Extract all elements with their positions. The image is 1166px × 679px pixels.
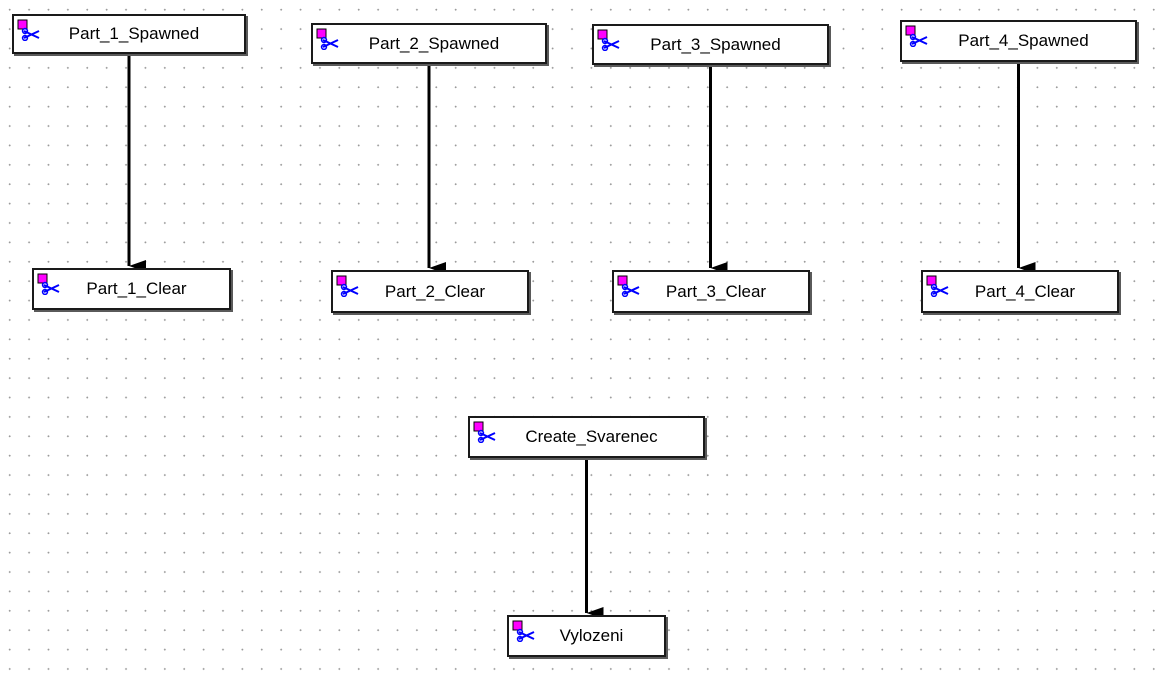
state-node-icon (597, 29, 623, 51)
node-part-3-clear[interactable]: Part_3_Clear (612, 270, 810, 313)
node-label: Part_3_Spawned (650, 34, 781, 54)
node-part-4-spawned[interactable]: Part_4_Spawned (900, 20, 1137, 62)
node-label: Part_4_Spawned (958, 31, 1089, 50)
state-node-icon (37, 273, 63, 295)
node-part-2-clear[interactable]: Part_2_Clear (331, 270, 529, 313)
node-create-svarenec[interactable]: Create_Svarenec (468, 416, 705, 458)
node-label: Create_Svarenec (525, 427, 658, 446)
node-label: Part_3_Clear (665, 281, 767, 301)
state-node-icon (512, 620, 538, 642)
node-part-3-spawned[interactable]: Part_3_Spawned (592, 24, 829, 65)
state-node-icon (17, 19, 43, 41)
node-label: Vylozeni (559, 626, 624, 645)
node-part-1-spawned[interactable]: Part_1_Spawned (12, 14, 246, 54)
node-label: Part_2_Spawned (368, 33, 500, 53)
state-node-icon (473, 421, 499, 443)
state-node-icon (617, 275, 643, 297)
state-node-icon (316, 28, 342, 50)
state-node-icon (926, 275, 952, 297)
node-vylozeni[interactable]: Vylozeni (507, 615, 666, 657)
node-label: Part_4_Clear (974, 281, 1076, 301)
state-node-icon (336, 275, 362, 297)
node-label: Part_1_Spawned (68, 24, 200, 43)
node-part-1-clear[interactable]: Part_1_Clear (32, 268, 231, 310)
state-node-icon (905, 25, 931, 47)
node-part-4-clear[interactable]: Part_4_Clear (921, 270, 1119, 313)
node-label: Part_2_Clear (384, 281, 486, 301)
node-part-2-spawned[interactable]: Part_2_Spawned (311, 23, 547, 64)
node-label: Part_1_Clear (86, 279, 187, 298)
